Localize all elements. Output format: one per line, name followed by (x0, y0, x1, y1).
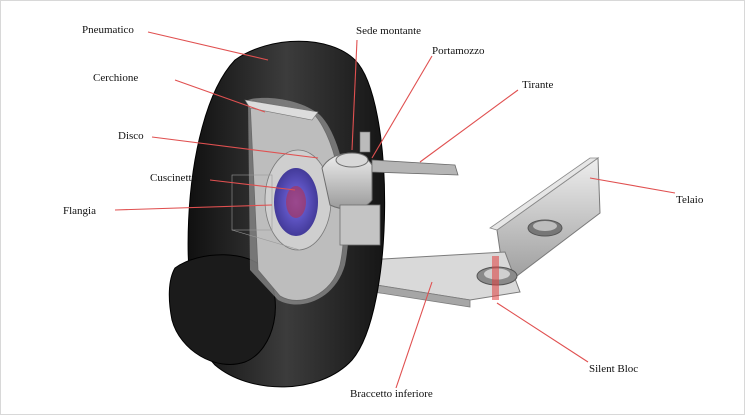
leader-cerchione (174, 79, 266, 113)
leader-flangia (114, 204, 273, 211)
leader-sede-montante (351, 39, 358, 151)
leader-telaio (589, 177, 676, 194)
hub-assembly (231, 149, 332, 251)
leader-disco (151, 136, 319, 159)
leader-silent-bloc (496, 302, 589, 363)
label-disco: Disco (118, 130, 144, 142)
tie-rod (371, 159, 459, 176)
label-silent-bloc: Silent Bloc (589, 363, 639, 375)
label-telaio: Telaio (676, 194, 704, 206)
label-braccetto-inferiore: Braccetto inferiore (350, 388, 433, 400)
label-pneumatico: Pneumatico (82, 24, 134, 36)
label-sede-montante: Sede montante (356, 25, 422, 37)
label-cuscinetto: Cuscinetto (150, 172, 198, 184)
upright (321, 131, 381, 246)
leader-portamozzo (371, 55, 433, 159)
leader-lines (114, 31, 676, 389)
label-portamozzo: Portamozzo (432, 45, 485, 57)
leader-cuscinetto (209, 179, 296, 191)
frame-rail (489, 157, 601, 286)
leader-pneumatico (147, 31, 269, 61)
label-cerchione: Cerchione (93, 72, 139, 84)
label-tirante: Tirante (522, 79, 554, 91)
label-flangia: Flangia (63, 205, 96, 217)
leader-tirante (419, 89, 519, 163)
leader-braccetto-inferiore (395, 281, 433, 389)
